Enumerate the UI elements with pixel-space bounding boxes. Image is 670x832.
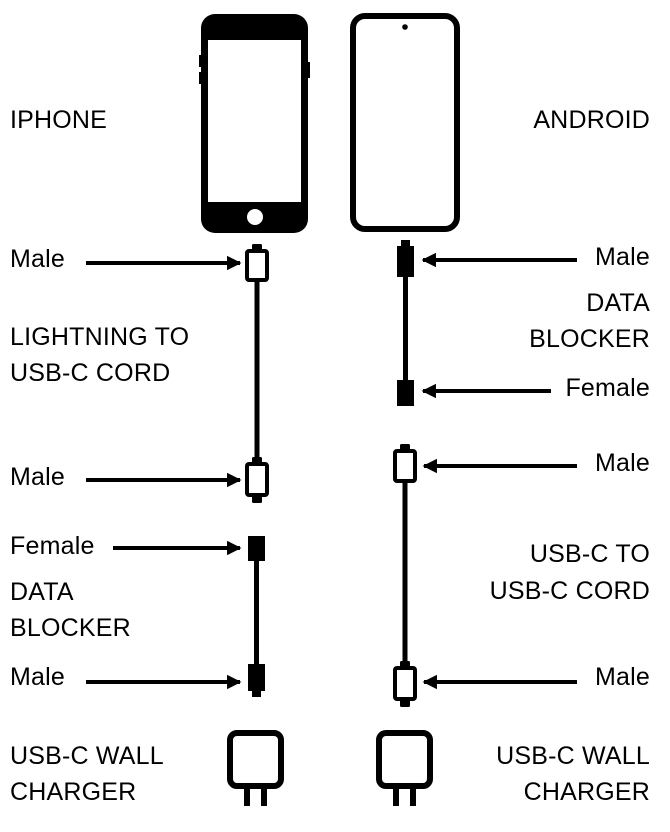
right-data-blocker-icon: [397, 240, 414, 406]
right-cable-top-connector-label: Male: [595, 449, 650, 477]
left-charger-label-line-1: USB-C WALL: [10, 742, 164, 770]
usbc-cord-label-line-1: USB-C TO: [529, 540, 650, 568]
android-phone-icon: [350, 13, 460, 232]
iphone-label: IPHONE: [10, 106, 108, 134]
usbc-cord-label-line-2: USB-C CORD: [489, 577, 650, 605]
left-blocker-bottom-connector-label: Male: [10, 663, 65, 691]
left-arrows: [86, 255, 242, 690]
right-charger-label-line-1: USB-C WALL: [496, 742, 650, 770]
right-data-blocker-label-line-1: DATA: [586, 289, 650, 317]
right-blocker-top-connector-label: Male: [595, 243, 650, 271]
lightning-cord-label-line-1: LIGHTNING TO: [10, 323, 190, 351]
left-data-blocker-label-line-2: BLOCKER: [10, 614, 131, 642]
left-blocker-top-connector-label: Female: [10, 532, 95, 560]
right-data-blocker-label-line-2: BLOCKER: [529, 325, 650, 353]
iphone-icon: [199, 14, 310, 233]
usbc-to-usbc-cord-icon: [393, 444, 417, 707]
left-data-blocker-label-line-1: DATA: [10, 578, 74, 606]
left-charger-label-line-2: CHARGER: [10, 778, 137, 806]
right-blocker-bottom-connector-label: Female: [565, 374, 650, 402]
left-cable-top-connector-label: Male: [10, 245, 65, 273]
android-label: ANDROID: [533, 106, 650, 134]
left-cable-bottom-connector-label: Male: [10, 463, 65, 491]
lightning-to-usbc-cord-icon: [245, 244, 269, 503]
right-charger-label-line-2: CHARGER: [523, 778, 650, 806]
left-data-blocker-icon: [248, 536, 265, 697]
right-cable-bottom-connector-label: Male: [595, 663, 650, 691]
left-wall-charger-icon: [227, 730, 284, 806]
right-wall-charger-icon: [376, 730, 433, 806]
right-arrows: [421, 252, 577, 690]
lightning-cord-label-line-2: USB-C CORD: [10, 359, 171, 387]
